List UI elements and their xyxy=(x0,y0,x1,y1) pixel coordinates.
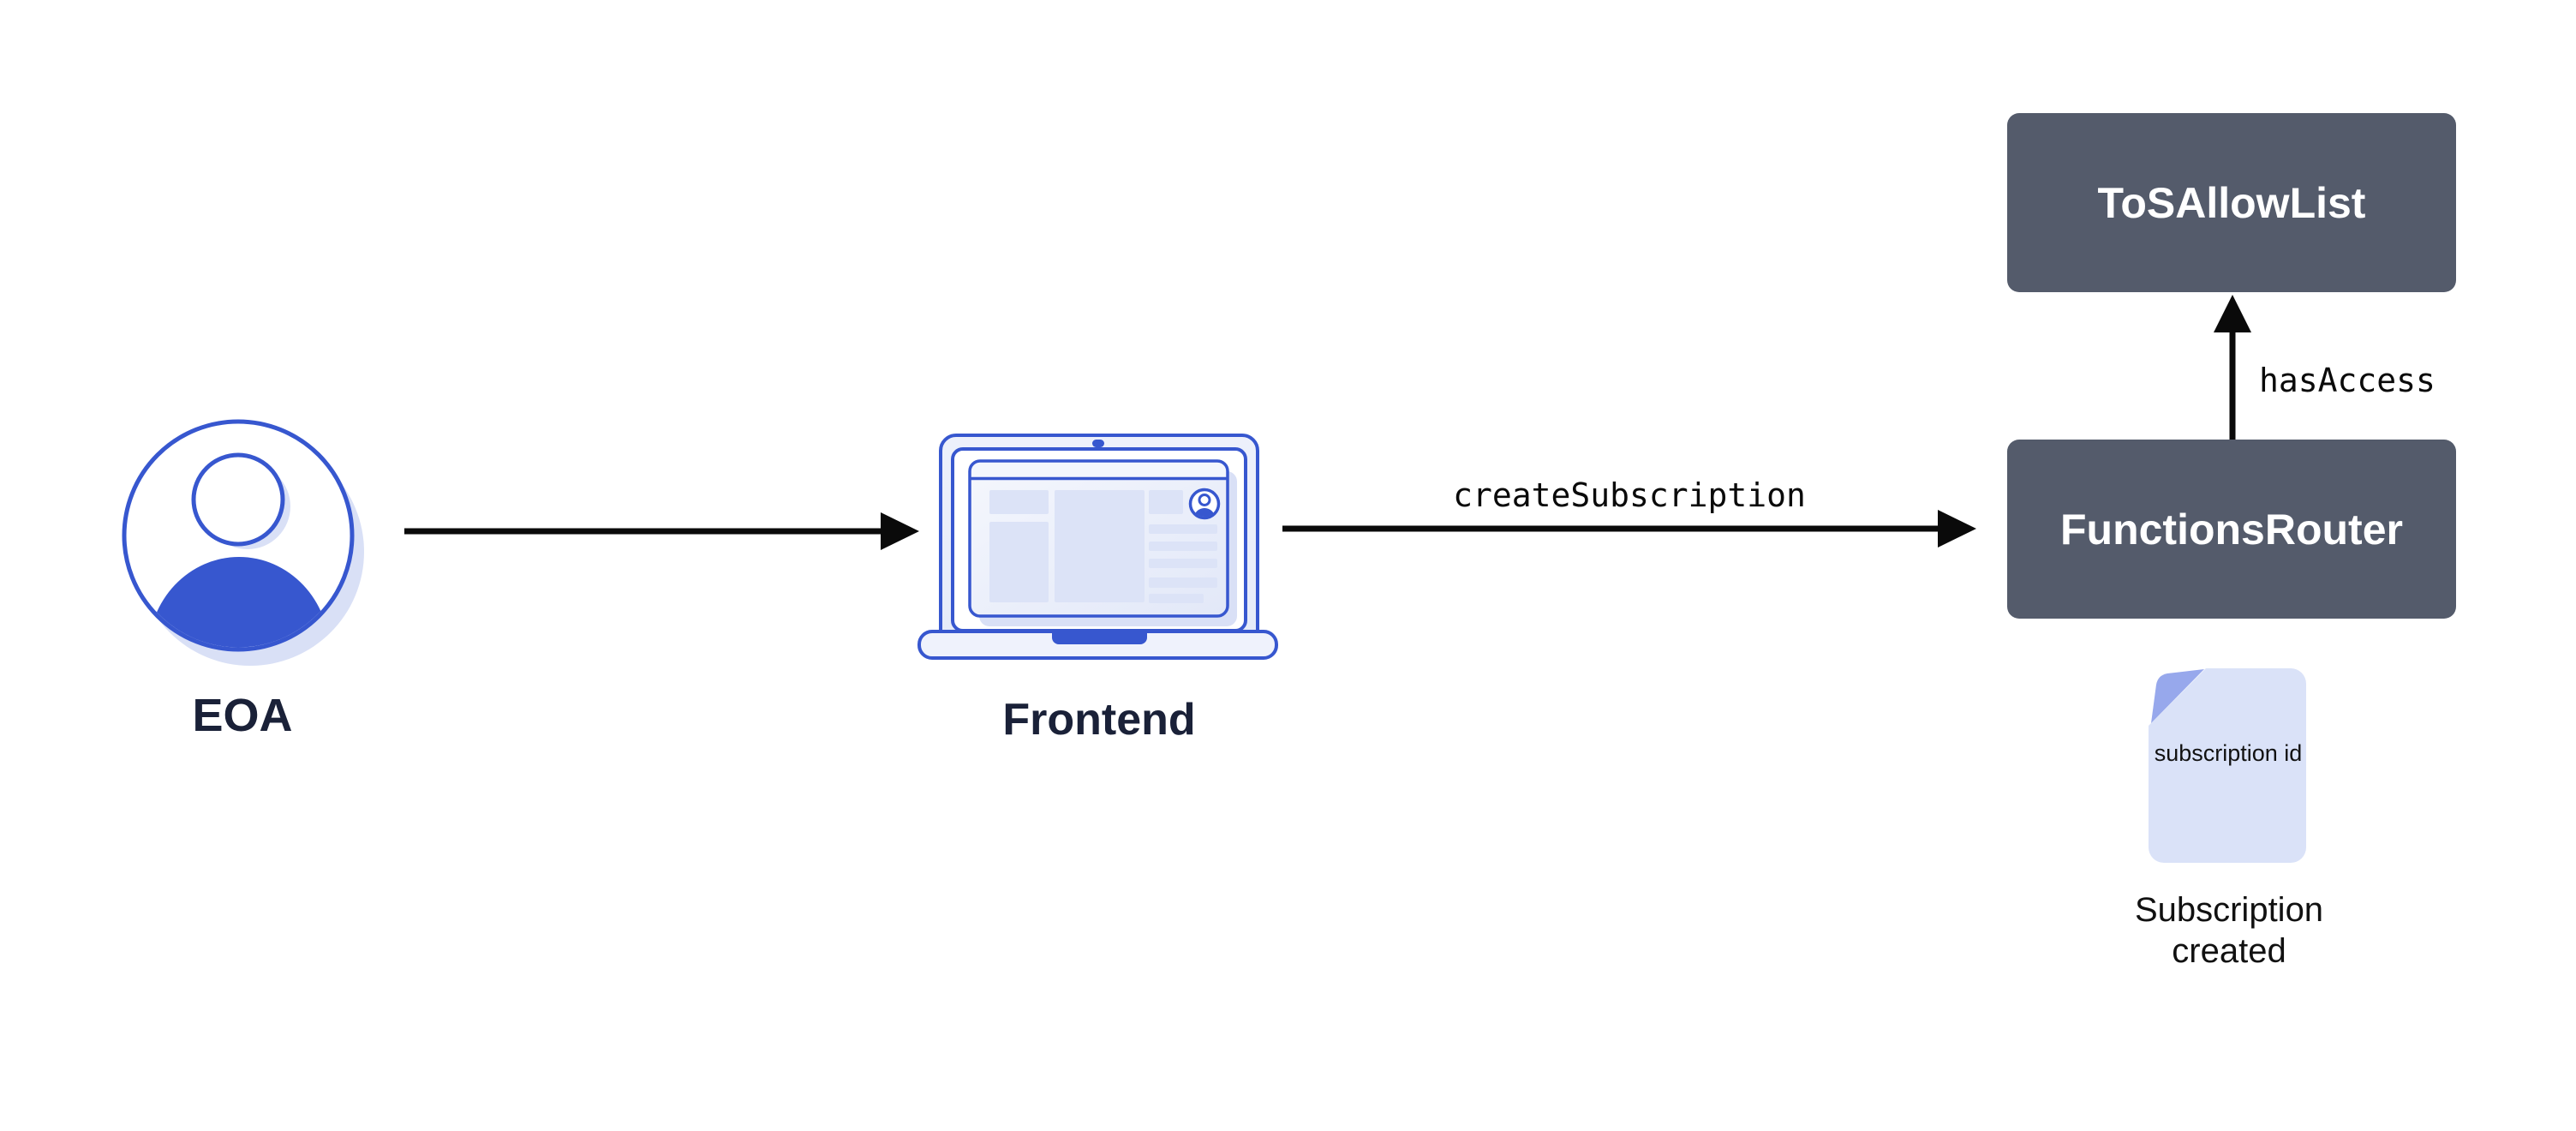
frontend-label: Frontend xyxy=(1002,695,1196,745)
browser-user-avatar-icon xyxy=(1188,488,1221,520)
laptop-base-notch xyxy=(1052,633,1147,644)
tos-allow-list-label: ToSAllowList xyxy=(2097,178,2366,227)
tos-allow-list-node: ToSAllowList xyxy=(2007,113,2456,292)
subscription-created-caption: Subscription created xyxy=(2134,891,2324,970)
document-body xyxy=(2149,668,2306,863)
document-text: subscription id xyxy=(2154,740,2303,766)
arrow-eoa-to-frontend xyxy=(404,512,919,550)
user-avatar-icon xyxy=(122,419,364,666)
arrow-functionsrouter-to-tosallowlist xyxy=(2214,295,2251,440)
eoa-label: EOA xyxy=(192,690,293,741)
avatar-body xyxy=(148,557,330,648)
laptop-browser-icon xyxy=(917,434,1278,660)
functions-router-label: FunctionsRouter xyxy=(2060,505,2403,554)
document-fold-corner xyxy=(2151,669,2204,723)
laptop-camera xyxy=(1092,440,1104,447)
edge-label-createsubscription: createSubscription xyxy=(1453,476,1806,514)
browser-content-blocks xyxy=(989,490,1217,603)
document-file-icon xyxy=(2149,668,2306,863)
laptop-base xyxy=(917,630,1278,660)
edge-label-hasaccess: hasAccess xyxy=(2259,362,2436,399)
arrow-frontend-to-functionsrouter xyxy=(1282,510,1976,548)
avatar-head xyxy=(191,452,285,547)
browser-header xyxy=(971,463,1226,477)
functions-router-node: FunctionsRouter xyxy=(2007,440,2456,619)
